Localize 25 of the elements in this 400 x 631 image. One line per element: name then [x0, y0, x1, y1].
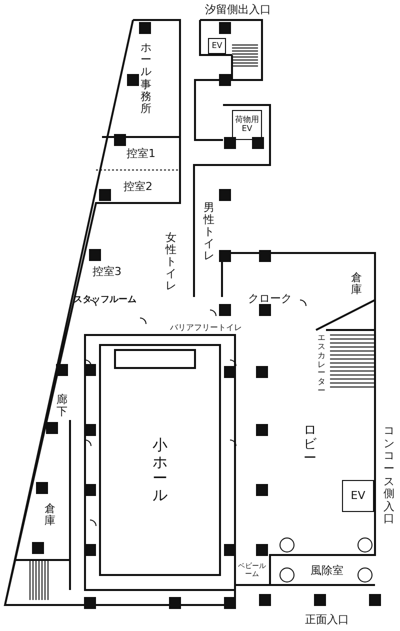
room-label: 控室3 [92, 266, 122, 278]
room-label: 控室1 [126, 148, 156, 160]
room [208, 38, 226, 54]
room-label: ホール事務所 [140, 42, 152, 115]
room-label: EV [212, 42, 222, 50]
room-label: スタッフルーム [74, 296, 136, 306]
room-label: 風除室 [310, 564, 344, 578]
room-label: 女性トイレ [165, 232, 177, 292]
room-label: エスカレーター [317, 334, 326, 396]
room-label: バリアフリートイレ [170, 322, 242, 333]
room-label: EV [350, 490, 366, 502]
room [342, 480, 374, 512]
room-label: 倉庫 [350, 272, 362, 296]
room-label: 廊下 [56, 394, 68, 418]
room-label: ロビー [303, 424, 317, 466]
room-label: 倉庫 [44, 502, 56, 528]
room-label: 荷物用EV [234, 116, 260, 134]
entrance-label: コンコース側入口 [383, 425, 395, 526]
room-label: 小ホール [152, 437, 168, 503]
room-label: 男性トイレ [203, 202, 215, 262]
entrance-label: 汐留側出入口 [205, 2, 271, 17]
room [232, 110, 262, 140]
room-label: 控室2 [124, 180, 152, 194]
entrance-label: 正面入口 [305, 612, 349, 627]
room-label: クローク [248, 292, 292, 306]
